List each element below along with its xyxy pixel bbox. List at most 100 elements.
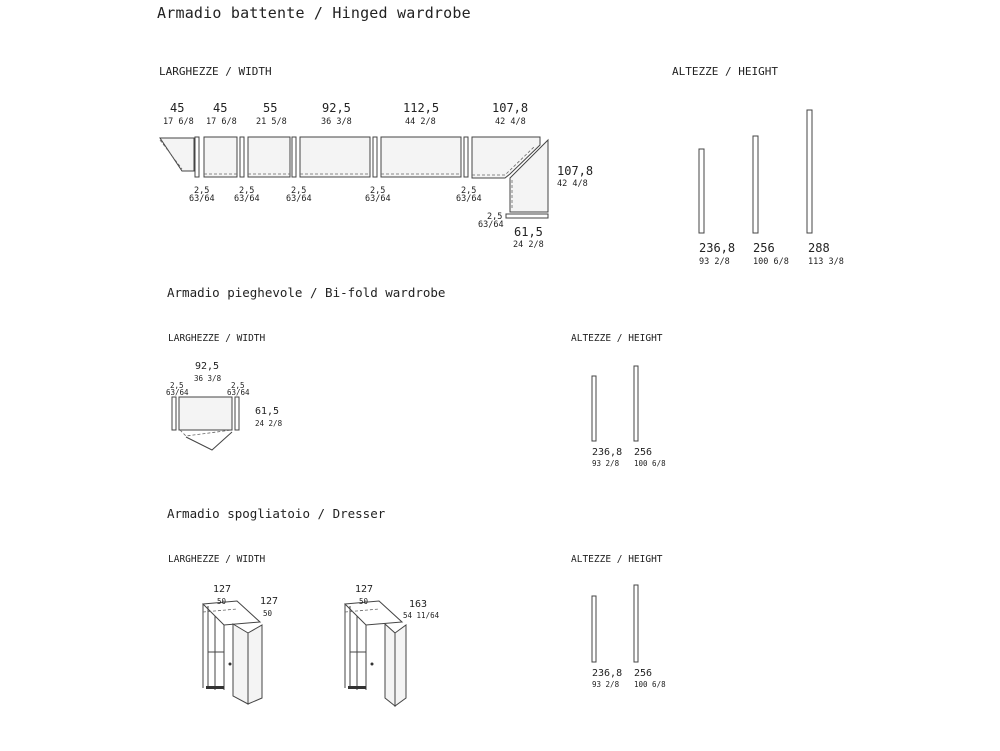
hinged-height-bars [698, 109, 813, 234]
hinged-module-45 [203, 136, 238, 178]
dresser-door-left [232, 623, 249, 705]
height-in: 113 3/8 [808, 257, 844, 267]
hinged-side-panel [291, 136, 297, 178]
hinged-corner-return [509, 138, 549, 213]
width-cm: 112,5 [403, 101, 440, 115]
side-in: 63/64 [286, 194, 312, 204]
height-bar-256 [752, 135, 759, 234]
dresser-a-front-cm: 127 [213, 584, 232, 595]
height-label: ALTEZZE / HEIGHT [571, 333, 663, 344]
dresser-a-side-in: 50 [263, 609, 273, 618]
width-in: 17 6/8 [206, 117, 237, 127]
dresser-door-left [384, 622, 396, 708]
corner-depth-in: 42 4/8 [557, 179, 588, 189]
width-in: 44 2/8 [405, 117, 436, 127]
dresser-drawing-b [343, 600, 407, 708]
height-in: 93 2/8 [592, 459, 620, 468]
corner-width-in: 24 2/8 [513, 240, 544, 250]
width-cm: 45 [170, 101, 185, 115]
height-bar-288 [806, 109, 813, 234]
side-cm: 2,5 [231, 381, 245, 390]
side-in: 63/64 [478, 220, 504, 230]
side-cm: 2,5 [239, 186, 255, 196]
height-bar-256 [633, 365, 639, 442]
hinged-module-45-corner [159, 137, 195, 172]
height-in: 100 6/8 [634, 459, 666, 468]
hinged-module-112-5 [380, 136, 462, 178]
side-cm: 2,5 [461, 186, 477, 196]
height-cm: 236,8 [699, 241, 736, 255]
side-in: 63/64 [456, 194, 482, 204]
bifold-width-cm: 92,5 [195, 361, 220, 372]
width-in: 36 3/8 [321, 117, 352, 127]
height-in: 93 2/8 [699, 257, 730, 267]
section-title-dresser: Armadio spogliatoio / Dresser [167, 506, 386, 521]
side-in: 63/64 [234, 194, 260, 204]
dresser-b-side-in: 54 11/64 [403, 611, 440, 620]
height-bar-256 [633, 584, 639, 663]
dresser-height-bars [591, 584, 639, 663]
height-cm: 256 [634, 668, 653, 679]
side-cm: 2,5 [194, 186, 210, 196]
bifold-module [178, 396, 233, 431]
height-cm: 236,8 [592, 447, 623, 458]
section-title-bifold: Armadio pieghevole / Bi-fold wardrobe [167, 285, 446, 300]
hinged-plan-drawing [159, 136, 549, 219]
height-cm: 256 [753, 241, 775, 255]
bifold-side-width-in: 24 2/8 [255, 419, 283, 428]
width-label: LARGHEZZE / WIDTH [159, 65, 272, 78]
height-label: ALTEZZE / HEIGHT [571, 554, 663, 565]
width-cm: 107,8 [492, 101, 529, 115]
bifold-height-bars [591, 365, 639, 442]
side-in: 63/64 [227, 388, 250, 397]
height-bar-236-8 [591, 375, 597, 442]
side-in: 63/64 [189, 194, 215, 204]
bifold-side-panel-right [234, 396, 240, 431]
bifold-width-in: 36 3/8 [194, 374, 222, 383]
width-in: 42 4/8 [495, 117, 526, 127]
hinged-side-panel [463, 136, 469, 178]
width-in: 21 5/8 [256, 117, 287, 127]
width-cm: 55 [263, 101, 278, 115]
side-in: 63/64 [166, 388, 189, 397]
height-label: ALTEZZE / HEIGHT [672, 65, 778, 78]
dresser-a-front-in: 50 [217, 597, 227, 606]
hinged-return-panel [505, 213, 549, 219]
hinged-side-panel [194, 136, 200, 178]
hinged-side-panel [239, 136, 245, 178]
hinged-module-92-5 [299, 136, 371, 178]
bifold-side-panel-left [171, 396, 177, 431]
height-in: 100 6/8 [753, 257, 789, 267]
width-label: LARGHEZZE / WIDTH [168, 333, 266, 344]
height-cm: 288 [808, 241, 830, 255]
dresser-door-right [247, 624, 263, 705]
hinged-module-55 [247, 136, 291, 178]
side-cm: 2,5 [170, 381, 184, 390]
height-bar-236-8 [698, 148, 705, 234]
hinged-side-panel [372, 136, 378, 178]
height-cm: 236,8 [592, 668, 623, 679]
corner-depth-cm: 107,8 [557, 164, 594, 178]
bifold-side-width-cm: 61,5 [255, 406, 280, 417]
dresser-drawing-a [201, 600, 263, 705]
section-title-hinged: Armadio battente / Hinged wardrobe [157, 4, 471, 22]
dresser-b-side-cm: 163 [409, 599, 428, 610]
hinged-corner-module [471, 136, 541, 179]
dresser-b-front-cm: 127 [355, 584, 374, 595]
dresser-door-right [394, 624, 407, 707]
height-bar-236-8 [591, 595, 597, 663]
side-cm: 2,5 [291, 186, 307, 196]
width-in: 17 6/8 [163, 117, 194, 127]
width-cm: 45 [213, 101, 228, 115]
height-in: 93 2/8 [592, 680, 620, 689]
side-cm: 2,5 [487, 212, 503, 222]
side-cm: 2,5 [370, 186, 386, 196]
dresser-a-side-cm: 127 [260, 596, 279, 607]
side-in: 63/64 [365, 194, 391, 204]
height-cm: 256 [634, 447, 653, 458]
width-cm: 92,5 [322, 101, 351, 115]
bifold-plan-drawing [171, 396, 240, 451]
corner-width-cm: 61,5 [514, 225, 543, 239]
width-label: LARGHEZZE / WIDTH [168, 554, 266, 565]
